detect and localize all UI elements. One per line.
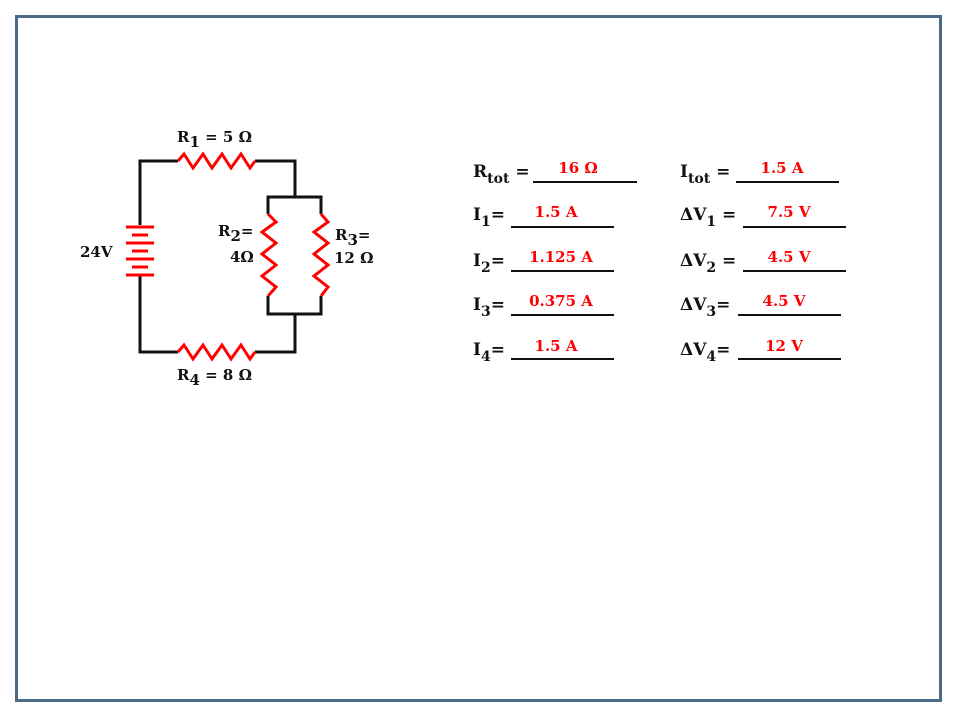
- i3-blank: [511, 314, 614, 316]
- battery-symbol: [126, 225, 154, 277]
- resistor-r2: [259, 212, 279, 297]
- dv4-label: ΔV4=: [680, 340, 731, 365]
- dv3-value: 4.5 V: [762, 292, 806, 310]
- i4-value: 1.5 A: [534, 337, 578, 355]
- dv4-value: 12 V: [765, 337, 803, 355]
- wire-top-right: [255, 159, 297, 197]
- i3-value: 0.375 A: [529, 292, 593, 310]
- wire-parallel-top: [266, 195, 323, 214]
- dv4-blank: [738, 358, 841, 360]
- rtot-blank: [533, 181, 637, 183]
- r2-label: R2=: [218, 222, 254, 245]
- i3-label: I3=: [473, 295, 505, 320]
- rtot-label: Rtot =: [473, 162, 530, 187]
- wire-top-left: [138, 159, 178, 225]
- dv1-value: 7.5 V: [767, 203, 811, 221]
- i4-label: I4=: [473, 340, 505, 365]
- dv1-blank: [743, 226, 846, 228]
- i2-blank: [511, 270, 614, 272]
- rtot-value: 16 Ω: [558, 159, 598, 177]
- circuit-wires: [138, 159, 323, 354]
- dv2-blank: [743, 270, 846, 272]
- r2-value: 4Ω: [230, 248, 254, 266]
- r3-label: R3=: [335, 226, 371, 249]
- resistor-r4: [176, 342, 257, 362]
- wire-bottom-left: [138, 276, 178, 354]
- battery-label: 24V: [80, 243, 113, 261]
- wire-parallel-bottom: [266, 296, 323, 316]
- resistor-r1: [176, 151, 257, 171]
- dv2-value: 4.5 V: [767, 248, 811, 266]
- dv3-blank: [738, 314, 841, 316]
- i1-blank: [511, 226, 614, 228]
- itot-value: 1.5 A: [760, 159, 804, 177]
- r3-value: 12 Ω: [334, 249, 374, 267]
- dv2-label: ΔV2 =: [680, 251, 737, 276]
- i1-value: 1.5 A: [534, 203, 578, 221]
- itot-label: Itot =: [680, 162, 731, 187]
- wire-bottom-right: [255, 314, 297, 354]
- i1-label: I1=: [473, 205, 505, 230]
- r4-label: R4 = 8 Ω: [177, 366, 252, 389]
- r1-label: R1 = 5 Ω: [177, 128, 252, 151]
- i2-label: I2=: [473, 251, 505, 276]
- dv3-label: ΔV3=: [680, 295, 731, 320]
- itot-blank: [736, 181, 839, 183]
- dv1-label: ΔV1 =: [680, 205, 737, 230]
- i4-blank: [511, 358, 614, 360]
- resistor-r3: [311, 213, 331, 297]
- i2-value: 1.125 A: [529, 248, 593, 266]
